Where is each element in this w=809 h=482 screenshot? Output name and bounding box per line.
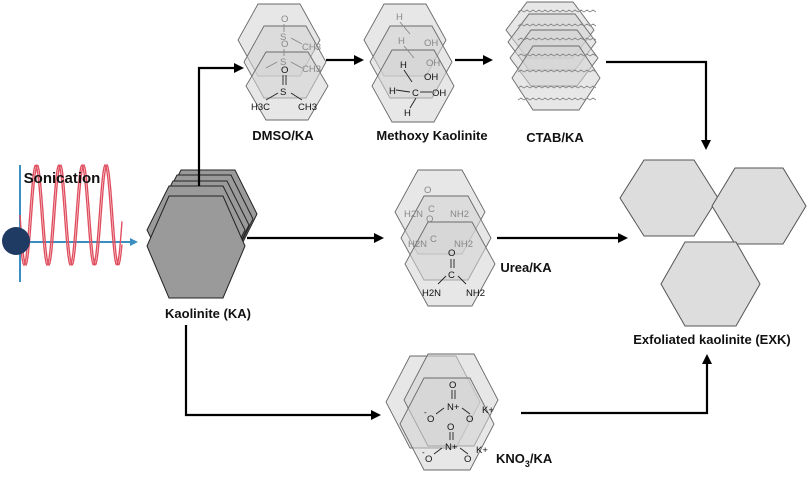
svg-text:NH2: NH2 (466, 288, 485, 299)
svg-text:NH2: NH2 (454, 239, 473, 250)
exk-sheet-2 (711, 167, 807, 245)
exk-sheet-1 (619, 159, 719, 237)
svg-text:C: C (412, 88, 419, 99)
ctab-ka-label: CTAB/KA (526, 130, 584, 145)
svg-text:O: O (448, 248, 455, 259)
svg-text:C: C (428, 204, 435, 215)
svg-text:O: O (424, 185, 431, 196)
svg-text:OH: OH (424, 38, 438, 49)
exfoliated-kaolinite-sheets (619, 159, 807, 327)
sonication-label: Sonication (24, 170, 101, 187)
urea-ka-label: Urea/KA (500, 260, 552, 275)
svg-text:O: O (281, 39, 288, 50)
kno3-ka-stack: O N+ O - O K+ O N+ O - O K+ (385, 353, 499, 471)
svg-text:H: H (396, 12, 403, 23)
ctab-ka-stack (505, 1, 601, 111)
svg-text:S: S (280, 57, 286, 68)
methoxy-kaolinite-stack: H OH H OH H H C OH H OH (363, 3, 455, 123)
svg-text:N+: N+ (445, 442, 458, 453)
svg-text:CH3: CH3 (302, 42, 321, 53)
svg-text:O: O (427, 414, 434, 425)
exfoliated-kaolinite-label: Exfoliated kaolinite (EXK) (633, 332, 790, 347)
methoxy-kaolinite-label: Methoxy Kaolinite (376, 128, 487, 143)
svg-text:H3C: H3C (251, 102, 270, 113)
svg-text:O: O (464, 454, 471, 465)
svg-text:O: O (447, 422, 454, 433)
svg-text:N+: N+ (447, 402, 460, 413)
svg-text:S: S (280, 87, 286, 98)
svg-text:-: - (422, 448, 425, 457)
svg-text:O: O (466, 414, 473, 425)
svg-text:H: H (400, 60, 407, 71)
svg-text:OH: OH (432, 88, 446, 99)
kaolinite-stack (146, 169, 258, 299)
svg-text:OH: OH (426, 58, 440, 69)
svg-text:NH2: NH2 (450, 209, 469, 220)
dmso-ka-stack: O S CH3 O S CH3 O S H3C CH3 (237, 3, 329, 121)
svg-text:H2N: H2N (408, 239, 427, 250)
svg-text:O: O (281, 14, 288, 25)
svg-text:H: H (389, 86, 396, 97)
svg-text:OH: OH (424, 72, 438, 83)
svg-text:S: S (280, 32, 286, 43)
svg-text:-: - (424, 408, 427, 417)
svg-text:O: O (281, 65, 288, 76)
svg-text:CH3: CH3 (302, 64, 321, 75)
svg-text:C: C (430, 234, 437, 245)
svg-text:CH3: CH3 (298, 102, 317, 113)
svg-text:O: O (425, 454, 432, 465)
kaolinite-label: Kaolinite (KA) (165, 306, 251, 321)
svg-text:K+: K+ (482, 405, 494, 416)
svg-text:H: H (398, 36, 405, 47)
sonication-icon (2, 163, 138, 282)
dmso-ka-label: DMSO/KA (252, 128, 314, 143)
svg-text:O: O (449, 380, 456, 391)
svg-text:O: O (426, 214, 433, 225)
svg-text:H2N: H2N (422, 288, 441, 299)
svg-text:C: C (448, 270, 455, 281)
urea-ka-stack: O H2N NH2 C O H2N NH2 C O C H2N NH2 (394, 169, 496, 307)
svg-text:K+: K+ (476, 445, 488, 456)
svg-text:H: H (404, 108, 411, 119)
exk-sheet-3 (660, 241, 761, 327)
arrows (184, 55, 712, 420)
svg-text:H2N: H2N (404, 209, 423, 220)
kno3-ka-label: KNO3/KA (496, 451, 553, 469)
